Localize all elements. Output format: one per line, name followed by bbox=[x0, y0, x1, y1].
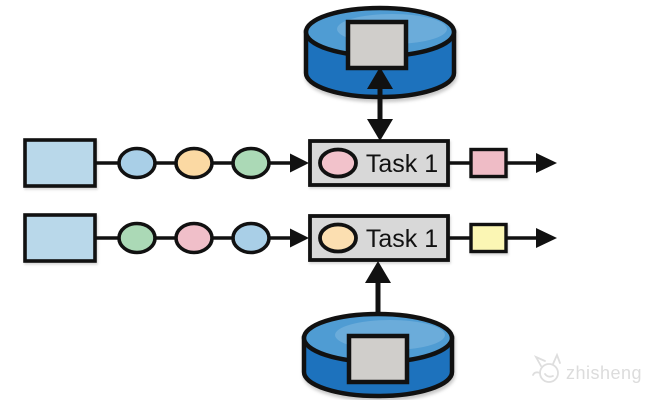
arrowhead-right-icon bbox=[290, 153, 309, 173]
state-access-arrow-top bbox=[367, 67, 393, 141]
event-ellipse-2-1 bbox=[117, 221, 157, 255]
event-ellipse-1-2 bbox=[174, 146, 214, 180]
arrowhead-down-icon bbox=[367, 119, 393, 141]
zhisheng-logo-icon bbox=[532, 352, 561, 383]
source-rect-2 bbox=[23, 213, 97, 263]
output-square-1 bbox=[469, 147, 508, 179]
state-square-top bbox=[345, 19, 409, 71]
source-rect-1 bbox=[23, 138, 97, 188]
task-2-label: Task 1 bbox=[366, 225, 438, 253]
output-square-2 bbox=[469, 222, 508, 254]
arrowhead-right-icon bbox=[536, 228, 557, 248]
task-1-label: Task 1 bbox=[366, 150, 438, 178]
task-state-marker-1 bbox=[318, 147, 358, 179]
event-ellipse-2-2 bbox=[174, 221, 214, 255]
database-top bbox=[303, 5, 457, 100]
task-state-marker-2 bbox=[318, 222, 358, 254]
pipeline-1: Task 1 bbox=[23, 138, 557, 188]
watermark: zhisheng bbox=[532, 352, 642, 383]
database-bottom bbox=[301, 311, 455, 399]
event-ellipse-2-3 bbox=[231, 221, 271, 255]
arrowhead-right-icon bbox=[536, 153, 557, 173]
event-ellipse-1-1 bbox=[117, 146, 157, 180]
state-square-bottom bbox=[346, 333, 410, 385]
event-ellipse-1-3 bbox=[231, 146, 271, 180]
pipeline-2: Task 1 bbox=[23, 213, 557, 263]
watermark-text: zhisheng bbox=[566, 363, 642, 383]
arrowhead-up-icon bbox=[365, 261, 391, 283]
arrowhead-up-icon bbox=[367, 67, 393, 89]
arrowhead-right-icon bbox=[290, 228, 309, 248]
